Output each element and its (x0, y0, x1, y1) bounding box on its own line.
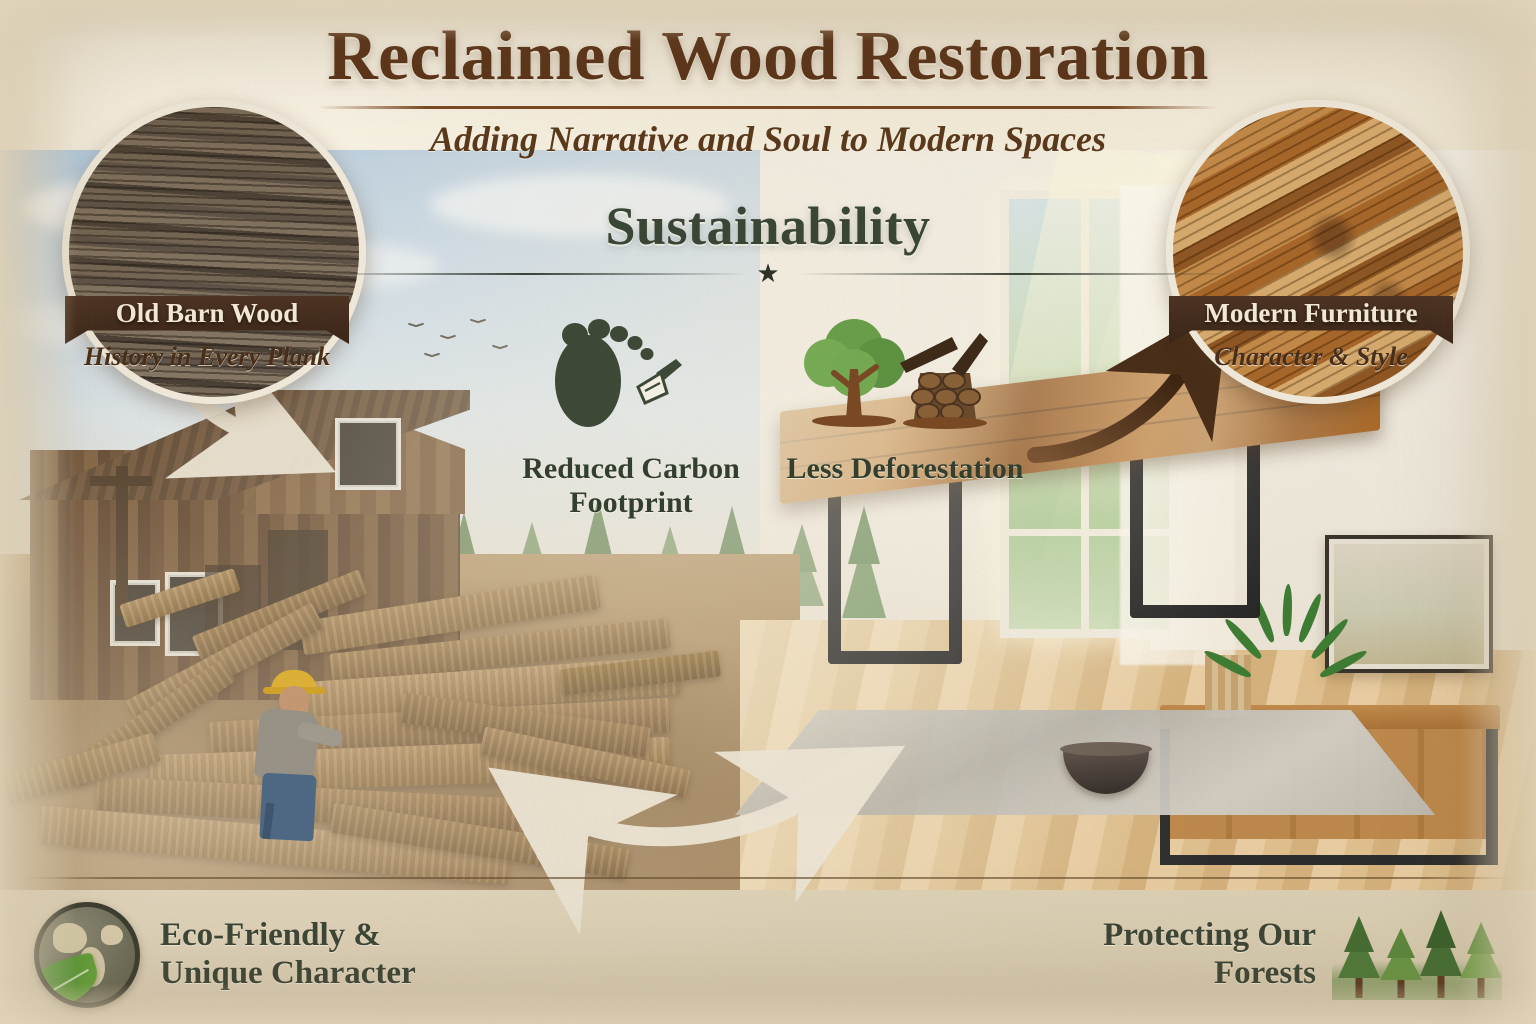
benefit-reduced-carbon-footprint: Reduced Carbon Footprint (506, 307, 756, 519)
footer: Eco-Friendly & Unique Character Protecti… (0, 885, 1536, 1024)
footer-left-line2: Unique Character (160, 954, 416, 991)
medallion-caption: History in Every Plank (83, 342, 331, 371)
footer-left-text: Eco-Friendly & Unique Character (160, 917, 416, 992)
footer-right-line2: Forests (1213, 954, 1316, 991)
medallion-modern-furniture[interactable]: Modern Furniture Character & Style (1166, 100, 1470, 404)
ribbon-label: Modern Furniture (1204, 298, 1418, 328)
sustainability-section: Sustainability ★ (308, 195, 1238, 519)
pine-trees-icon (1332, 902, 1502, 1008)
footprint-icon (506, 307, 756, 442)
leaf-trowel-glyph (636, 359, 682, 405)
footer-right: Protecting Our Forests (1103, 902, 1502, 1008)
title-divider (318, 106, 1218, 109)
page-title: Reclaimed Wood Restoration (327, 18, 1209, 95)
ribbon-label: Old Barn Wood (115, 298, 299, 328)
barn-brace (90, 476, 152, 486)
sideboard-frame (1486, 729, 1498, 865)
star-divider: ★ (308, 259, 1238, 288)
globe-leaf-icon (34, 901, 140, 1008)
woodpile-glyph (903, 372, 987, 429)
footer-left: Eco-Friendly & Unique Character (34, 901, 416, 1008)
medallion-old-barn-wood[interactable]: Old Barn Wood History in Every Plank (62, 100, 366, 404)
tree-woodpile-icon (780, 307, 1030, 442)
worker-legs (259, 772, 317, 842)
medallion-caption: Character & Style (1214, 342, 1408, 371)
worker-figure (245, 670, 345, 842)
barn-post (116, 466, 128, 616)
leaf-icon (39, 951, 104, 1003)
benefit-label: Reduced Carbon Footprint (522, 452, 740, 519)
benefit-label: Less Deforestation (786, 452, 1024, 485)
footer-left-line1: Eco-Friendly & (160, 916, 381, 953)
sideboard-frame (1160, 855, 1498, 865)
footer-right-text: Protecting Our Forests (1103, 917, 1316, 992)
tree-glyph (804, 319, 905, 427)
worker-torso (253, 707, 321, 783)
star-icon: ★ (756, 259, 780, 288)
footer-divider (20, 877, 1516, 879)
sustainability-heading: Sustainability (605, 196, 931, 256)
benefit-less-deforestation: Less Deforestation (780, 307, 1030, 519)
barn-window (335, 418, 401, 490)
benefit-list: Reduced Carbon Footprint (468, 307, 1068, 519)
axe-glyph (900, 333, 988, 377)
footer-right-line1: Protecting Our (1103, 916, 1316, 953)
